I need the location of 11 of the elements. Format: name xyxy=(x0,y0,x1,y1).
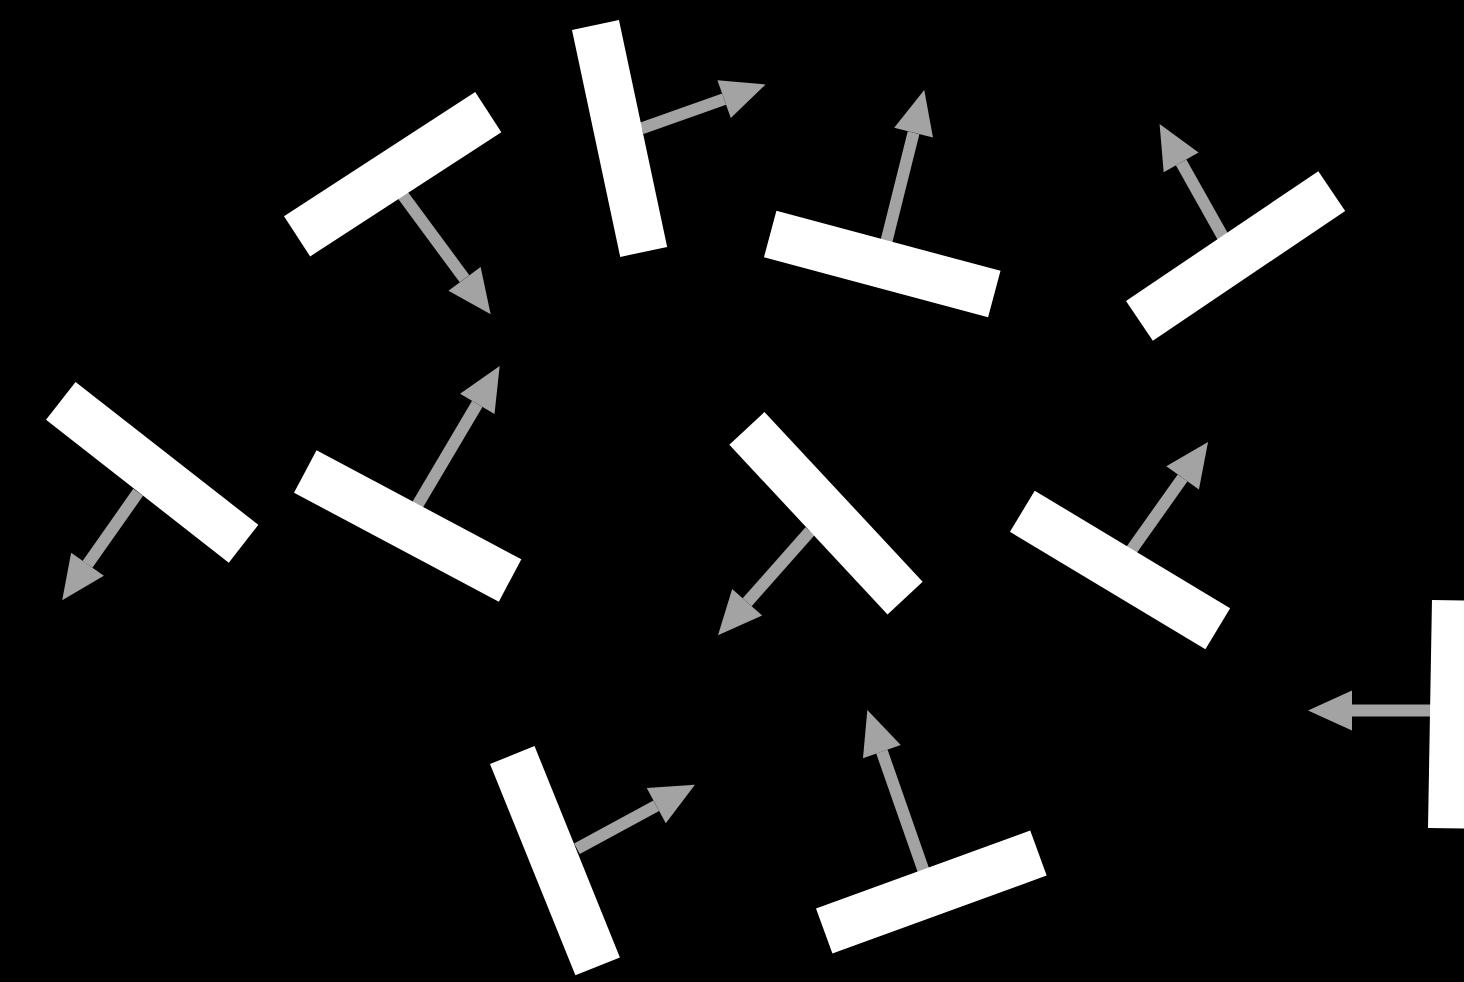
bar-with-arrow-drawing xyxy=(45,381,259,600)
bar-with-arrow-drawing xyxy=(489,745,694,975)
bar-with-arrow-drawing xyxy=(816,710,1048,954)
bar-with-arrow-drawing xyxy=(718,412,923,636)
bar-with-arrow-drawing xyxy=(294,366,522,602)
bar-with-arrow-drawing xyxy=(1308,599,1464,829)
bar-with-arrow-drawing xyxy=(283,91,501,314)
bar-with-arrow-drawing xyxy=(1009,442,1231,650)
bar-with-arrow-drawing xyxy=(572,19,766,257)
bar-with-arrow-drawing xyxy=(763,90,1001,318)
bar-with-arrow-drawing xyxy=(1126,124,1346,341)
